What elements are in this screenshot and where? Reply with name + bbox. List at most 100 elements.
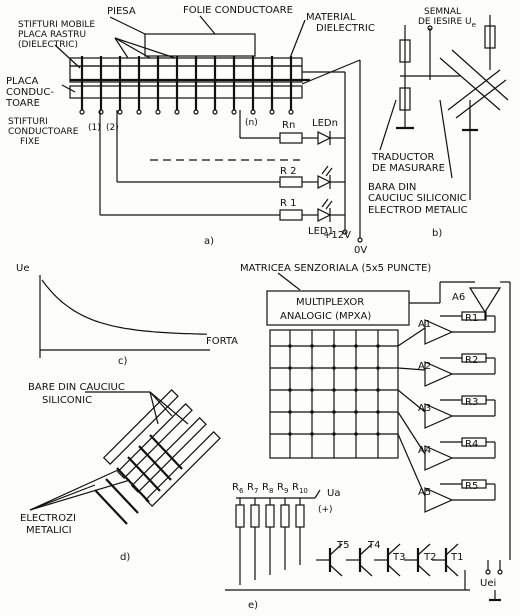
label-t4: T4 xyxy=(367,540,380,551)
label-conductoare: CONDUCTOARE xyxy=(8,127,79,137)
fig-b: SEMNAL DE IESIRE Ue TRADUCTOR DE MASURAR… xyxy=(368,7,509,239)
label-masurare: DE MASURARE xyxy=(372,163,445,174)
matrix-node xyxy=(288,344,292,348)
pin-tip xyxy=(231,109,237,115)
row-resistor xyxy=(265,504,275,528)
placa-conductoare xyxy=(69,85,303,99)
resistor-b-bottom xyxy=(399,87,411,111)
led-1 xyxy=(317,198,333,222)
label-conduc: CONDUC- xyxy=(6,87,54,98)
pin-tip xyxy=(288,109,294,115)
matrix-node xyxy=(310,432,314,436)
label-bara: BARA DIN xyxy=(368,182,416,193)
fig-d: BARE DIN CAUCIUC SILICONIC ELECTROZI MET… xyxy=(20,382,221,563)
pin-tip xyxy=(174,109,180,115)
response-curve xyxy=(41,279,208,335)
label-a3: A3 xyxy=(418,403,431,414)
label-t3: T3 xyxy=(392,552,405,563)
label-a6: A6 xyxy=(452,292,465,303)
label-idxn: (n) xyxy=(245,118,258,128)
bara-cauciuc xyxy=(144,431,221,507)
pin-tip xyxy=(212,109,218,115)
label-r2: R2 xyxy=(465,355,478,366)
label-siliconic: SILICONIC xyxy=(42,395,92,406)
caption-d: d) xyxy=(120,552,130,563)
row-resistor xyxy=(235,504,245,528)
fig-c: Ue FORTA c) xyxy=(16,263,238,367)
row-bus xyxy=(314,489,321,499)
label-r4: R4 xyxy=(465,439,478,450)
label-bare: BARE DIN CAUCIUC xyxy=(28,382,125,393)
fig-e: MATRICEA SENZORIALA (5x5 PUNCTE) MULTIPL… xyxy=(225,263,511,611)
matrix-node xyxy=(354,432,358,436)
label-r5: R5 xyxy=(465,481,478,492)
label-matricea: MATRICEA SENZORIALA (5x5 PUNCTE) xyxy=(240,263,431,274)
transistor-collector xyxy=(329,543,343,556)
label-ledn: LEDn xyxy=(312,118,338,129)
matrix-grid xyxy=(270,330,398,458)
bara-cauciuc xyxy=(102,389,179,465)
led-n xyxy=(317,131,332,145)
label-placa-rastru: PLACA RASTRU xyxy=(18,30,86,40)
bare-cauciuc xyxy=(94,389,221,525)
label-mux1: MULTIPLEXOR xyxy=(296,297,364,308)
label-rn: Rn xyxy=(282,120,295,131)
transistor-collector xyxy=(445,543,459,556)
pin-tip xyxy=(117,109,123,115)
label-r1: R1 xyxy=(465,313,478,324)
resistor-row xyxy=(235,489,321,585)
caption-e: e) xyxy=(248,600,258,611)
caption-b: b) xyxy=(432,228,442,239)
label-semnal: SEMNAL xyxy=(424,7,461,17)
label-r6: R6 xyxy=(232,482,244,495)
label-stifturi-mobile: STIFTURI MOBILE xyxy=(18,20,95,30)
pin-tip xyxy=(136,109,142,115)
pin-tip xyxy=(98,109,104,115)
label-a5: A5 xyxy=(418,487,431,498)
label-ua: Ua xyxy=(327,488,340,499)
amplifier xyxy=(424,361,454,387)
label-12v: +12V xyxy=(323,230,351,241)
label-r1: R 1 xyxy=(280,198,297,209)
amplifier xyxy=(424,445,454,471)
placa-rastru xyxy=(69,65,303,83)
label-electrod: ELECTROD METALIC xyxy=(368,205,468,216)
matrix-node xyxy=(354,410,358,414)
label-placa: PLACA xyxy=(6,76,38,87)
amplifier xyxy=(424,487,454,513)
matrix-node xyxy=(288,366,292,370)
label-ue: Ue xyxy=(16,263,29,274)
electrod-metalic xyxy=(94,489,128,525)
transistor-row xyxy=(316,543,459,577)
resistor-r2 xyxy=(279,176,303,188)
amplifier xyxy=(424,403,454,429)
label-r10: R10 xyxy=(292,482,308,495)
row-resistor xyxy=(250,504,260,528)
label-idx1: (1) xyxy=(88,123,101,133)
resistor-rn xyxy=(279,132,303,144)
caption-a: a) xyxy=(204,236,214,247)
label-r8: R8 xyxy=(262,482,273,495)
label-iesire: DE IESIRE Ue xyxy=(418,17,476,29)
label-stifturi: STIFTURI xyxy=(8,117,48,127)
row-resistor xyxy=(280,504,290,528)
pin-tip xyxy=(79,109,85,115)
transistor-emitter xyxy=(359,564,373,577)
caption-c: c) xyxy=(118,356,127,367)
bara-cauciuc xyxy=(130,417,207,493)
resistor-r1 xyxy=(279,209,303,221)
led-2 xyxy=(317,165,333,189)
amp-input xyxy=(397,411,426,455)
label-toare: TOARE xyxy=(5,98,40,109)
label-r2: R 2 xyxy=(280,166,297,177)
electrod-metalic xyxy=(105,478,139,514)
label-material-diel: DIELECTRIC xyxy=(316,23,375,34)
transistor-collector xyxy=(387,543,401,556)
label-uei: Uei xyxy=(480,578,496,589)
bara-cauciuc xyxy=(439,49,509,132)
label-idx2: (2) xyxy=(106,123,119,133)
label-led1: LED1 xyxy=(308,226,334,237)
pin-tip xyxy=(269,109,275,115)
